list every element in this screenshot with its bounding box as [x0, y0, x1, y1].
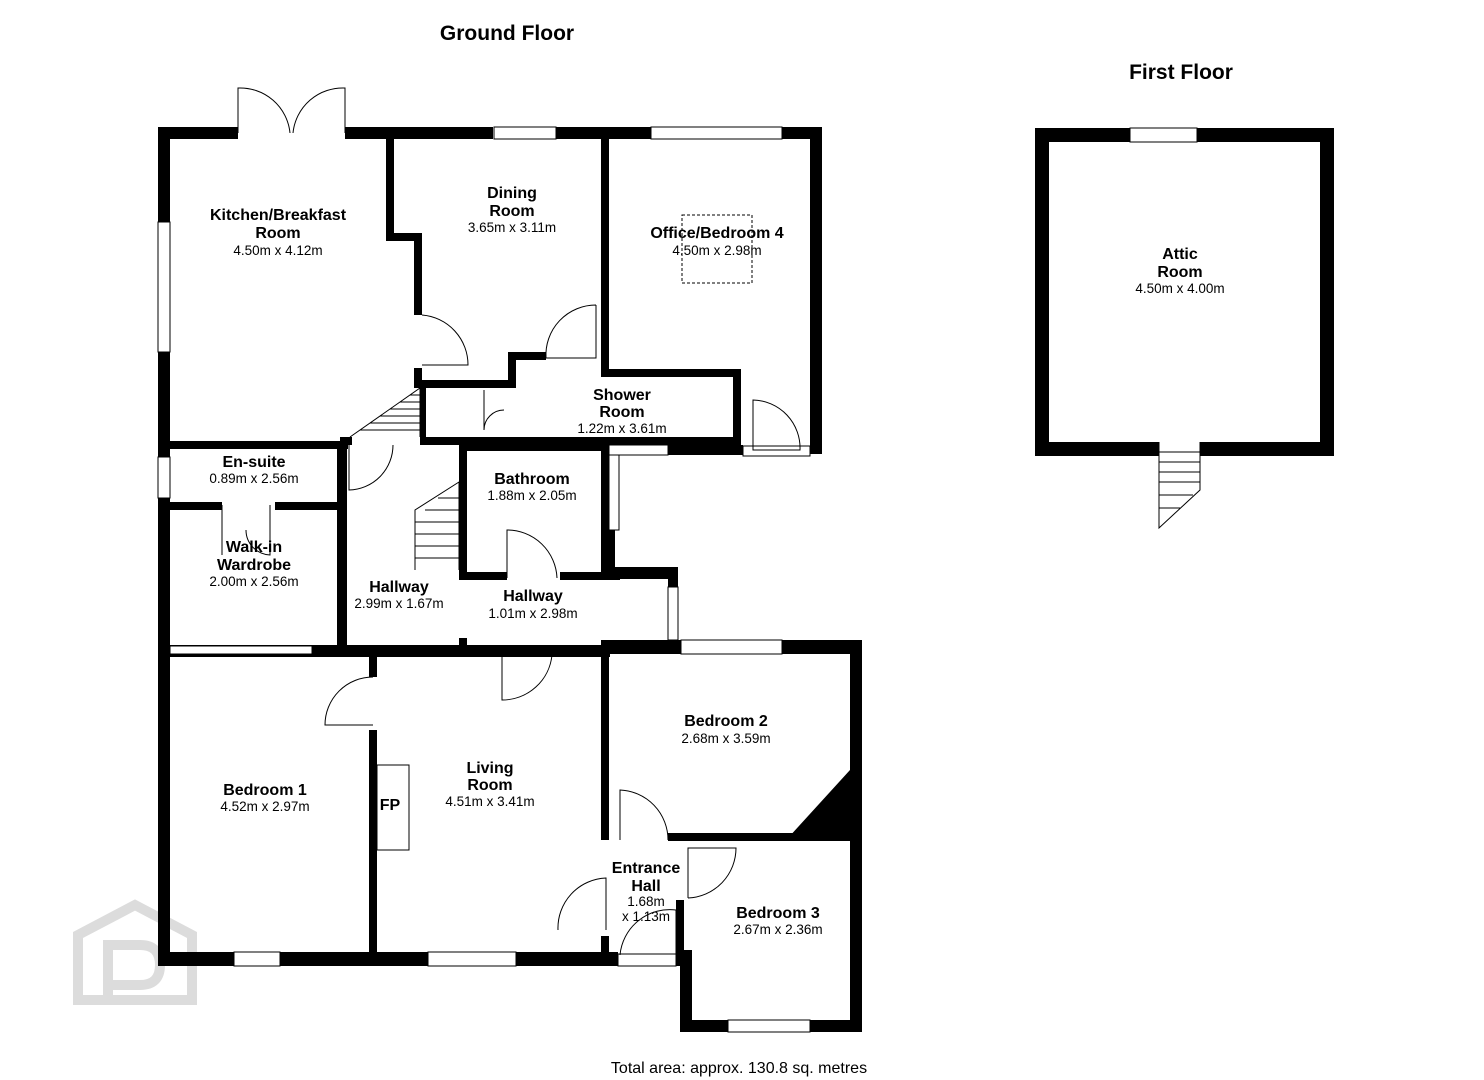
room-dimensions: 4.52m x 2.97m — [220, 799, 309, 814]
room-bedroom-1: Bedroom 1 4.52m x 2.97m — [220, 782, 309, 814]
room-dimensions: 1.01m x 2.98m — [488, 606, 577, 621]
fireplace-label: FP — [380, 797, 401, 814]
attic-window — [1129, 127, 1198, 143]
ground-floor-stairs — [349, 387, 460, 570]
room-dimensions: 1.22m x 3.61m — [577, 421, 666, 436]
ground-floor-doors — [221, 87, 801, 956]
fireplace-outline — [376, 764, 410, 851]
room-name: Room — [599, 404, 644, 421]
room-dimensions: 2.68m x 3.59m — [681, 731, 770, 746]
room-name: Room — [467, 777, 512, 794]
ground-floor-title: Ground Floor — [440, 22, 574, 45]
room-dimensions: 4.50m x 2.98m — [672, 243, 761, 258]
room-bedroom-3: Bedroom 3 2.67m x 2.36m — [733, 905, 822, 937]
room-living: Living Room 4.51m x 3.41m FP — [380, 760, 535, 814]
room-name: Kitchen/Breakfast — [210, 207, 347, 224]
room-name: Hallway — [503, 588, 563, 605]
room-dimensions: 2.67m x 2.36m — [733, 922, 822, 937]
room-kitchen: Kitchen/Breakfast Room 4.50m x 4.12m — [210, 207, 347, 258]
room-ensuite: En-suite 0.89m x 2.56m — [209, 454, 298, 486]
room-dimensions: 2.99m x 1.67m — [354, 596, 443, 611]
room-name: Bedroom 1 — [223, 782, 307, 799]
room-hallway-2: Hallway 1.01m x 2.98m — [488, 588, 577, 621]
first-floor-walls — [1035, 128, 1334, 456]
room-name: Wardrobe — [217, 557, 291, 574]
room-dimensions: 1.68m — [627, 894, 665, 909]
room-bathroom: Bathroom 1.88m x 2.05m — [487, 471, 576, 503]
room-name: Living — [466, 760, 513, 777]
room-name: Hallway — [369, 579, 429, 596]
room-bedroom-2: Bedroom 2 2.68m x 3.59m — [681, 713, 770, 746]
room-name: Room — [255, 225, 300, 242]
ground-floor-windows — [157, 126, 811, 1033]
room-name: Shower — [593, 387, 651, 404]
room-dimensions: 4.50m x 4.00m — [1135, 281, 1224, 296]
ground-floor-walls — [158, 127, 862, 1032]
room-dimensions: x 1.13m — [622, 909, 670, 924]
room-office: Office/Bedroom 4 4.50m x 2.98m — [650, 225, 783, 258]
room-name: Hall — [631, 878, 660, 895]
room-dimensions: 2.00m x 2.56m — [209, 574, 298, 589]
room-shower: Shower Room 1.22m x 3.61m — [577, 387, 666, 436]
room-dimensions: 3.65m x 3.11m — [468, 220, 556, 235]
room-dimensions: 0.89m x 2.56m — [209, 471, 298, 486]
room-hallway-1: Hallway 2.99m x 1.67m — [354, 579, 443, 611]
room-name: Entrance — [612, 860, 681, 877]
room-name: Room — [489, 203, 534, 220]
room-name: Attic — [1162, 246, 1198, 263]
room-attic: Attic Room 4.50m x 4.00m — [1135, 246, 1224, 296]
room-name: Bathroom — [494, 471, 570, 488]
room-dimensions: 4.51m x 3.41m — [445, 794, 534, 809]
room-entrance-hall: Entrance Hall 1.68m x 1.13m — [612, 860, 681, 924]
room-walkin: Walk-in Wardrobe 2.00m x 2.56m — [209, 539, 298, 589]
room-name: Bedroom 3 — [736, 905, 820, 922]
room-name: Walk-in — [226, 539, 282, 556]
room-dimensions: 1.88m x 2.05m — [487, 488, 576, 503]
room-name: Bedroom 2 — [684, 713, 768, 730]
room-name: En-suite — [222, 454, 285, 471]
room-name: Dining — [487, 185, 537, 202]
first-floor-title: First Floor — [1129, 61, 1233, 84]
room-dining: Dining Room 3.65m x 3.11m — [468, 185, 556, 235]
room-name: Room — [1157, 264, 1202, 281]
skylight-outline — [681, 214, 753, 284]
attic-stairs — [1158, 442, 1201, 530]
room-dimensions: 4.50m x 4.12m — [233, 243, 322, 258]
total-area: Total area: approx. 130.8 sq. metres — [611, 1060, 867, 1077]
room-name: Office/Bedroom 4 — [650, 225, 783, 242]
